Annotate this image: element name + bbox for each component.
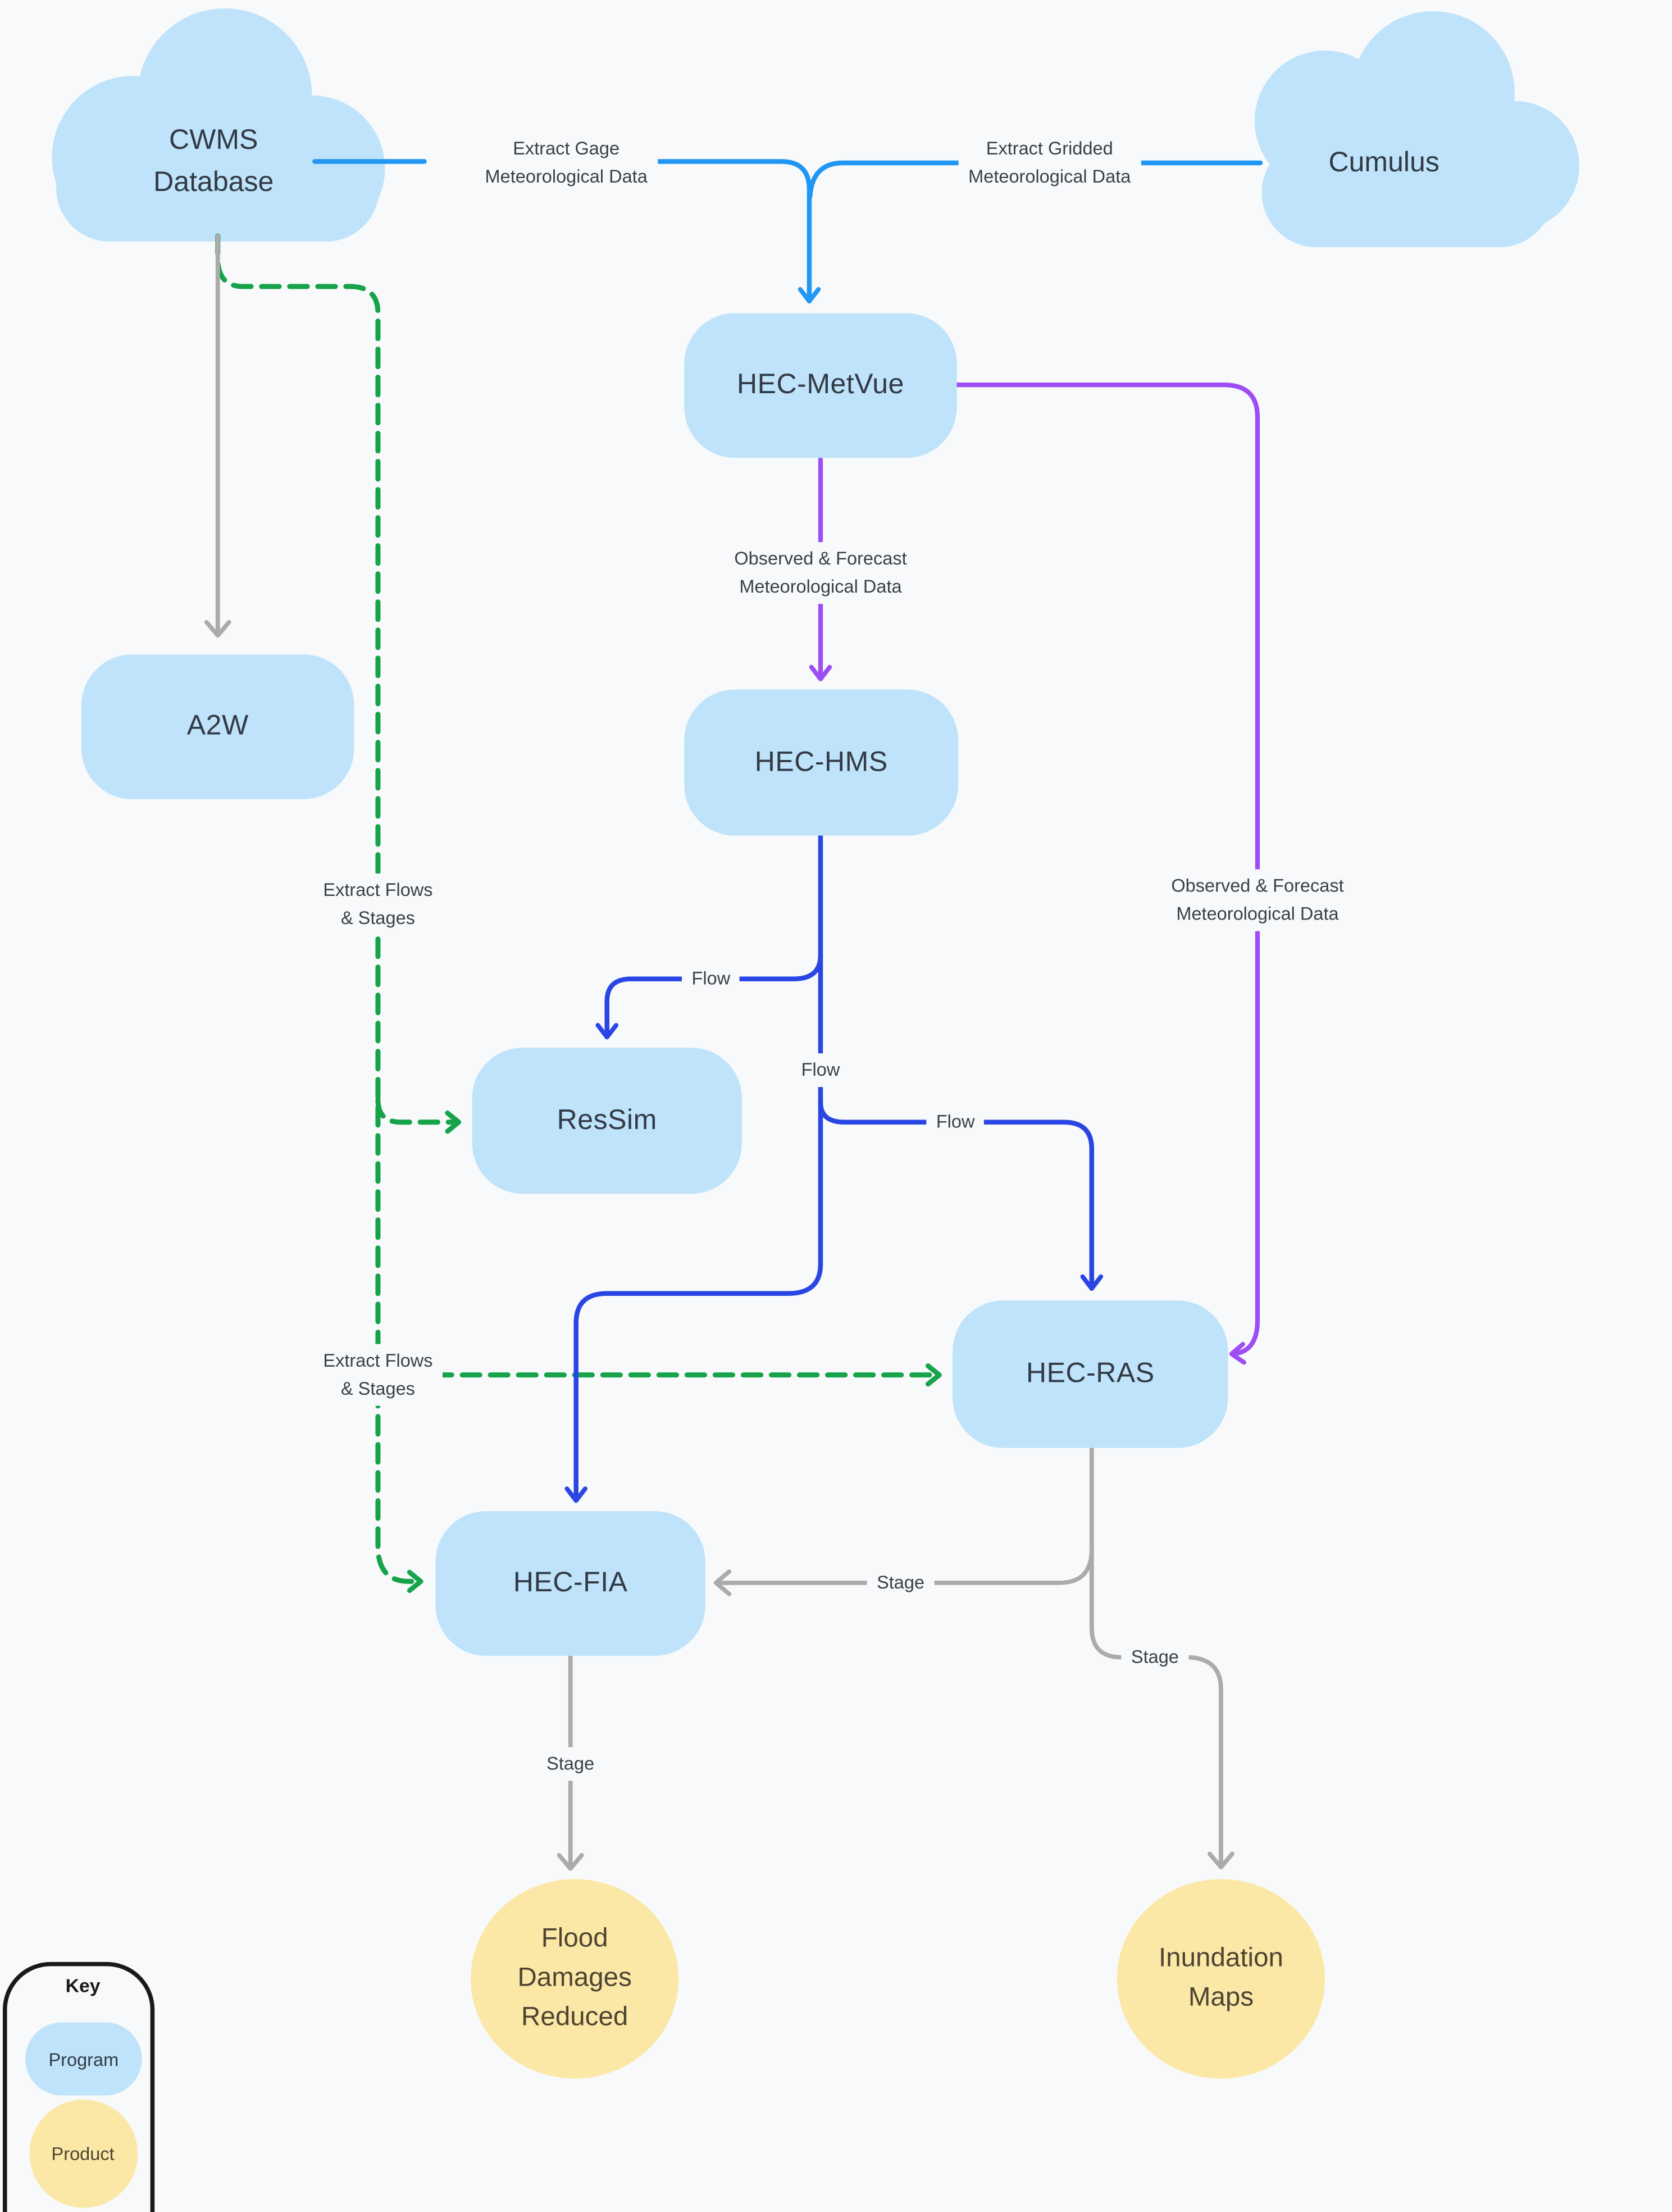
label-stage-to-fia: Stage xyxy=(867,1565,935,1600)
legend-title: Key xyxy=(65,1975,101,1997)
label-stage-to-inundation: Stage xyxy=(1121,1640,1189,1674)
edge-cwms-to-metvue-seg2 xyxy=(655,159,821,304)
label-flow-to-ressim: Flow xyxy=(682,962,740,996)
hec-metvue-label: HEC-MetVue xyxy=(737,369,904,400)
hec-ras-label: HEC-RAS xyxy=(1026,1358,1155,1389)
label-extract-gage-met-data: Extract Gage Meteorological Data xyxy=(475,132,658,194)
edge-ras-stage-to-inundation xyxy=(1089,1542,1234,1870)
node-inundation-maps: Inundation Maps xyxy=(1117,1879,1325,2079)
edge-ras-stage-to-fia xyxy=(713,1445,1094,1596)
label-flow-trunk: Flow xyxy=(791,1053,850,1087)
label-observed-forecast-met-data-mid: Observed & Forecast Meteorological Data xyxy=(724,542,917,604)
edge-cumulus-to-metvue-seg2 xyxy=(807,160,969,199)
label-observed-forecast-met-data-right: Observed & Forecast Meteorological Data xyxy=(1161,869,1354,931)
label-flow-to-ras: Flow xyxy=(926,1105,985,1139)
a2w-label: A2W xyxy=(186,711,249,742)
edge-hms-flow-to-ras xyxy=(818,1100,1104,1291)
node-ressim: ResSim xyxy=(472,1048,742,1194)
edge-hms-flow-trunk-to-fia xyxy=(564,833,823,1503)
cumulus-label: Cumulus xyxy=(1328,147,1439,179)
node-hec-fia: HEC-FIA xyxy=(435,1511,705,1656)
node-flood-damages-reduced: Flood Damages Reduced xyxy=(471,1879,679,2079)
cwms-database-label: CWMS Database xyxy=(153,125,274,198)
legend-program-swatch: Program xyxy=(25,2022,142,2096)
legend-box xyxy=(3,1961,155,2212)
cwms-database-cloud xyxy=(52,8,385,242)
edge-cwms-extract-trunk-to-fia xyxy=(215,233,423,1593)
label-extract-flows-stages-lower: Extract Flows & Stages xyxy=(313,1344,443,1406)
node-hec-hms: HEC-HMS xyxy=(684,689,959,836)
edge-metvue-to-ras xyxy=(954,382,1260,1365)
label-stage-to-flood: Stage xyxy=(536,1747,604,1781)
legend-product-swatch: Product xyxy=(29,2099,137,2208)
label-extract-flows-stages-upper: Extract Flows & Stages xyxy=(313,873,443,936)
edge-cwms-extract-to-ressim xyxy=(375,1097,462,1134)
label-extract-gridded-met-data: Extract Gridded Meteorological Data xyxy=(958,132,1141,194)
node-a2w: A2W xyxy=(81,654,354,799)
node-hec-ras: HEC-RAS xyxy=(953,1300,1228,1448)
cumulus-cloud xyxy=(1255,11,1579,248)
hec-fia-label: HEC-FIA xyxy=(513,1567,628,1599)
ressim-label: ResSim xyxy=(557,1104,657,1136)
hec-hms-label: HEC-HMS xyxy=(754,746,888,777)
node-hec-metvue: HEC-MetVue xyxy=(684,313,957,458)
